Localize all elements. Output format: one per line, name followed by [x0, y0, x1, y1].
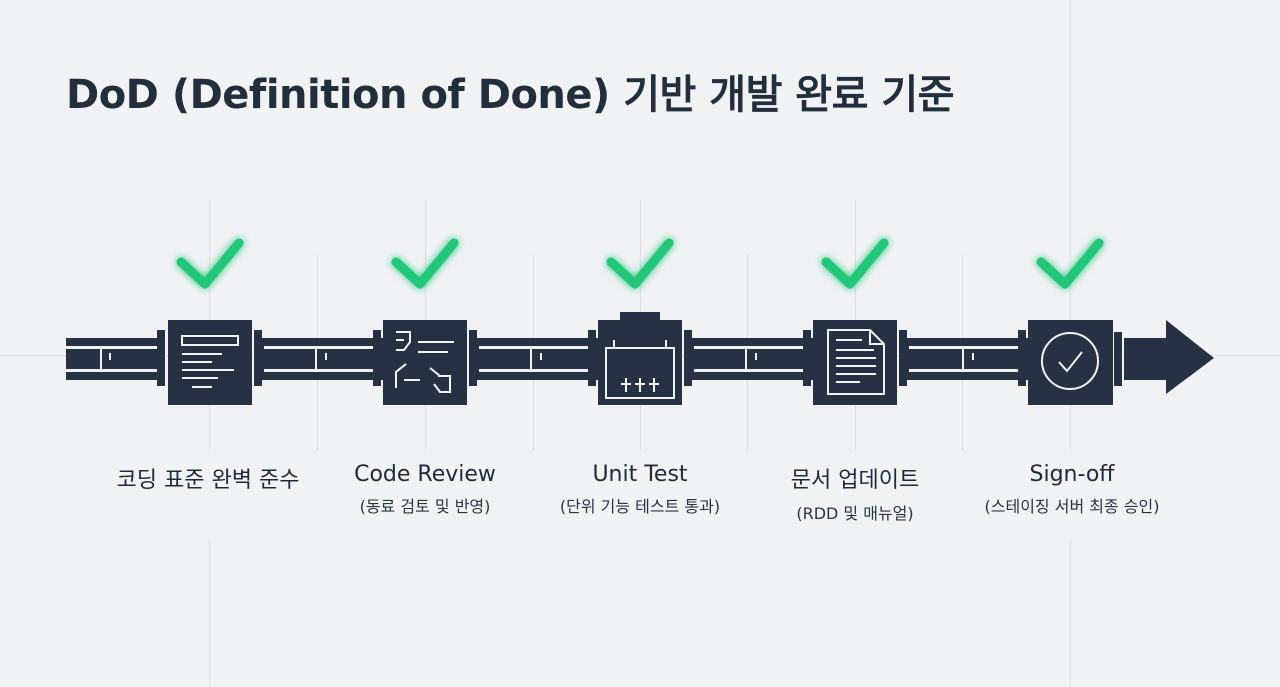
grid-line [209, 540, 210, 687]
stage-title: 문서 업데이트 [790, 468, 920, 493]
stage-label-3: Unit Test (단위 기능 테스트 통과) [535, 462, 745, 517]
test-fixture-icon [605, 340, 675, 399]
pipe-segment [473, 338, 598, 380]
stage-subtitle: (RDD 및 매뉴얼) [796, 504, 914, 523]
stage-subtitle: (스테이징 서버 최종 승인) [984, 497, 1160, 516]
stage-label-2: Code Review (동료 검토 및 반영) [320, 462, 530, 517]
arrow-right-icon [1114, 320, 1214, 394]
stage-node-3 [588, 312, 692, 405]
stage-label-5: Sign-off (스테이징 서버 최종 승인) [967, 462, 1177, 517]
stage-node-1 [157, 320, 262, 405]
approval-check-icon [1041, 332, 1099, 390]
grid-line [1070, 0, 1071, 450]
stage-label-1: 코딩 표준 완벽 준수 [103, 462, 313, 500]
check-icon [1036, 238, 1104, 289]
page-title: DoD (Definition of Done) 기반 개발 완료 기준 [66, 72, 954, 118]
stage-title: Sign-off [1029, 462, 1115, 487]
pipe-segment [688, 338, 813, 380]
stage-title: 코딩 표준 완벽 준수 [116, 468, 300, 493]
pipe-segment [903, 338, 1028, 380]
stage-node-4 [803, 320, 907, 405]
grid-line [1070, 540, 1071, 687]
stage-subtitle: (동료 검토 및 반영) [359, 497, 491, 516]
stage-label-4: 문서 업데이트 (RDD 및 매뉴얼) [750, 462, 960, 524]
check-icon [391, 238, 459, 289]
check-icon [606, 238, 674, 289]
stage-title: Unit Test [592, 462, 688, 487]
stage-node-2 [373, 320, 477, 405]
review-icon [395, 331, 454, 393]
stage-node-5 [1018, 320, 1113, 405]
code-document-icon [181, 335, 239, 388]
check-icon [176, 238, 244, 289]
stage-subtitle: (단위 기능 테스트 통과) [559, 497, 721, 516]
pipe-segment [66, 338, 160, 380]
document-icon [827, 329, 885, 395]
pipe-segment [258, 338, 383, 380]
check-icon [821, 238, 889, 289]
stage-title: Code Review [354, 462, 496, 487]
